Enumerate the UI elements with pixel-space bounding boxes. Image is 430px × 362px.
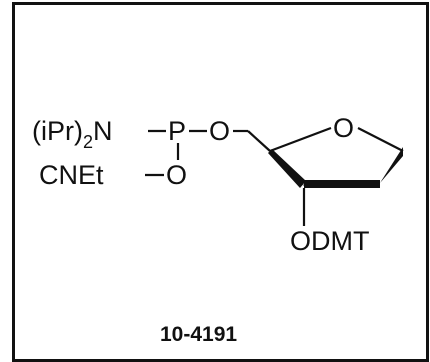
ester-oxygen-atom: O (209, 116, 230, 146)
card-border (12, 2, 429, 362)
odmt-label: ODMT (290, 226, 369, 256)
wedge-c4-c3-fill (268, 149, 306, 188)
amine-label: (iPr)2N (32, 116, 113, 152)
ring-oxygen-atom: O (333, 113, 354, 143)
bond-ch2-c4 (247, 130, 271, 152)
catalog-code: 10-4191 (160, 323, 237, 346)
bond-ring-o-c1 (357, 127, 404, 152)
cyanoethyl-label: CNEt (39, 160, 104, 190)
bond-c4-ring-o (269, 126, 332, 153)
cyanoethyl-oxygen-atom: O (166, 160, 187, 190)
wedge-c1-c2 (380, 147, 403, 183)
bold-bond-c2-c3 (304, 180, 380, 188)
phosphorus-atom: P (168, 116, 186, 146)
